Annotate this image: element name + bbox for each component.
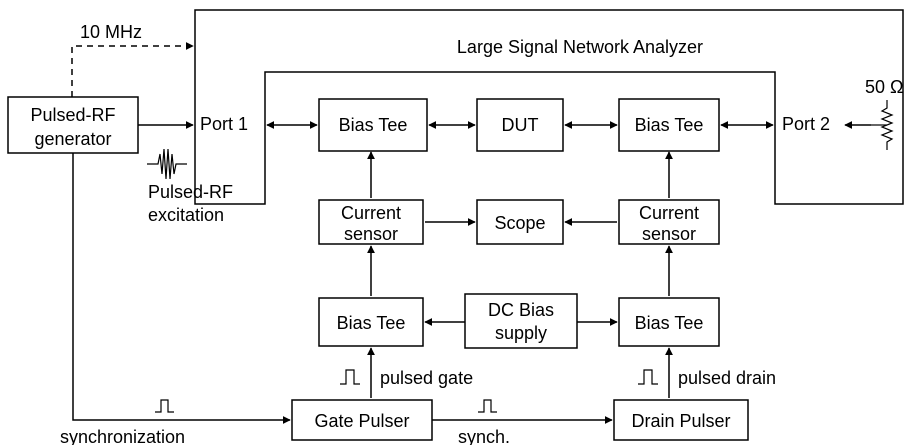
generator-label-line2: generator	[34, 129, 111, 149]
synch-label: synch.	[458, 427, 510, 445]
scope-label: Scope	[494, 213, 545, 233]
gate-dc-bias-tee	[318, 297, 424, 347]
pulsed-gate-label: pulsed gate	[380, 368, 473, 388]
load-label: 50 Ω	[865, 77, 903, 97]
clock-reference-line	[71, 42, 194, 97]
gate-current-sensor-line2: sensor	[344, 224, 398, 244]
gate-current-sensor-line1: Current	[341, 203, 401, 223]
gate-pulse-icon	[340, 369, 360, 385]
generator-label-line1: Pulsed-RF	[30, 105, 115, 125]
dut-box	[476, 98, 564, 152]
lsna-frame	[194, 9, 904, 205]
drain-rf-bias-tee-label: Bias Tee	[635, 115, 704, 135]
excitation-label-line2: excitation	[148, 205, 224, 225]
drain-current-sensor-line2: sensor	[642, 224, 696, 244]
synch-pulse-icon	[478, 399, 497, 413]
scope-box	[476, 199, 564, 245]
drain-pulser	[613, 399, 749, 441]
gate-dc-bias-tee-label: Bias Tee	[337, 313, 406, 333]
gate-pulser	[291, 399, 433, 441]
gate-rf-bias-tee-label: Bias Tee	[339, 115, 408, 135]
dc-bias-supply-line1: DC Bias	[488, 300, 554, 320]
gate-rf-bias-tee	[318, 98, 428, 152]
synchronization-line	[72, 153, 291, 424]
lsna-title: Large Signal Network Analyzer	[457, 37, 703, 57]
drain-dc-bias-tee	[618, 297, 720, 347]
port-1-label: Port 1	[200, 114, 248, 134]
drain-rf-bias-tee	[618, 98, 720, 152]
clock-reference-label: 10 MHz	[80, 22, 142, 42]
port-2-label: Port 2	[782, 114, 830, 134]
dut-label: DUT	[502, 115, 539, 135]
dc-bias-supply-line2: supply	[495, 323, 547, 343]
sync-pulse-icon	[155, 399, 174, 413]
drain-pulser-label: Drain Pulser	[631, 411, 730, 431]
gate-pulser-label: Gate Pulser	[314, 411, 409, 431]
drain-current-sensor-line1: Current	[639, 203, 699, 223]
rf-burst-icon	[147, 148, 187, 180]
excitation-label-line1: Pulsed-RF	[148, 182, 233, 202]
pulsed-drain-label: pulsed drain	[678, 368, 776, 388]
gate-current-sensor	[318, 199, 424, 245]
dc-bias-supply	[464, 293, 578, 349]
drain-dc-bias-tee-label: Bias Tee	[635, 313, 704, 333]
drain-current-sensor	[618, 199, 720, 245]
synchronization-label: synchronization	[60, 427, 185, 445]
drain-pulse-icon	[638, 369, 658, 385]
